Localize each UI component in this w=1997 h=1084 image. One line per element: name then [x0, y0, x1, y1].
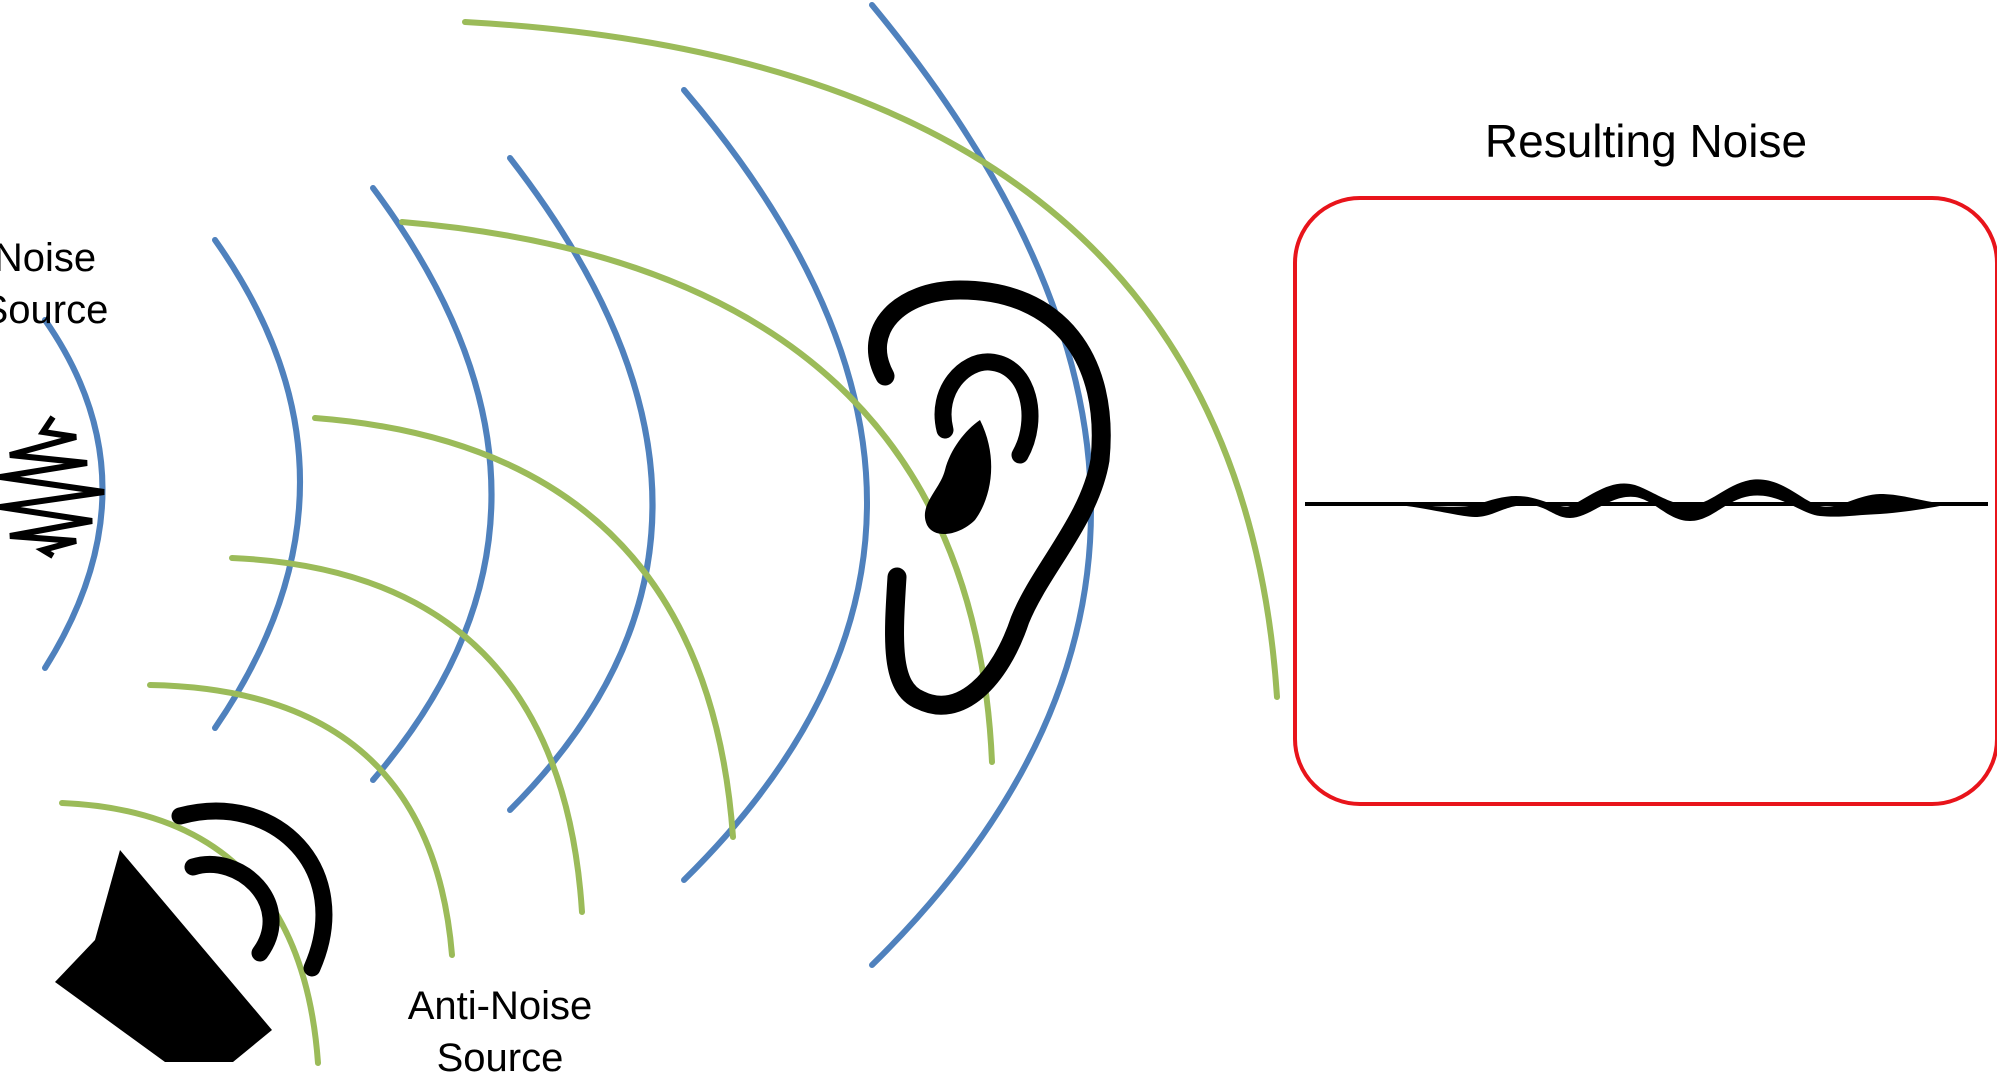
resulting-noise-title: Resulting Noise	[1484, 115, 1808, 167]
speaker-icon	[55, 802, 333, 1062]
anti-noise-source-label-line2: Source	[436, 1036, 564, 1080]
anti-noise-wave-3	[229, 555, 585, 915]
noise-source-label-line1: Noise	[0, 236, 97, 280]
noise-wave-2	[212, 237, 303, 731]
resulting-noise-residual-wave	[1390, 479, 1950, 521]
anti-noise-wave-2	[147, 682, 455, 958]
noise-wave-5	[681, 87, 870, 883]
ear-icon	[868, 280, 1111, 715]
speaker-cone	[55, 850, 272, 1062]
anti-noise-wave-5	[399, 219, 995, 765]
ear-canal	[924, 420, 992, 535]
resulting-noise-box	[1293, 196, 1997, 806]
anti-noise-wave-4	[312, 415, 736, 840]
noise-wave-3	[370, 185, 495, 783]
ear-outer	[868, 280, 1111, 715]
speaker-wave-small	[184, 856, 280, 962]
noise-wave-4	[507, 155, 656, 813]
resulting-noise-panel	[1293, 196, 1997, 806]
noise-source-label-line2: Source	[0, 288, 109, 332]
zigzag-noise-icon	[0, 415, 105, 559]
noise-source-label: Noise Source	[0, 232, 120, 336]
anti-noise-source-label-line1: Anti-Noise	[407, 984, 593, 1028]
anti-noise-wave-6	[462, 19, 1280, 700]
anti-noise-source-label: Anti-Noise Source	[380, 980, 620, 1084]
speaker-wave-large	[171, 802, 333, 977]
ear-inner	[934, 353, 1039, 464]
anti-noise-wavefronts	[59, 19, 1280, 1066]
